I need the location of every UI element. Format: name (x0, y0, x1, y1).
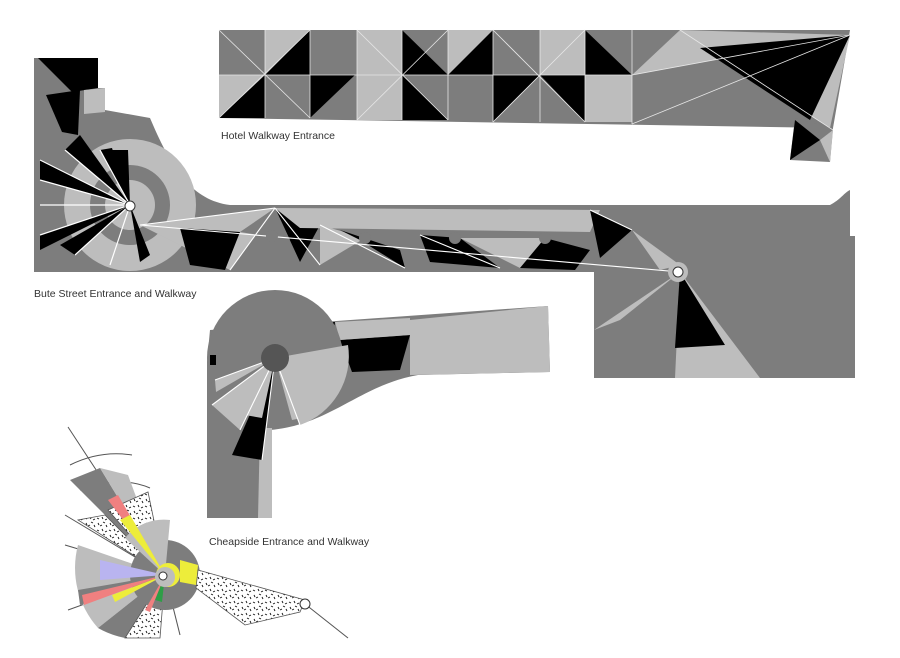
annotated-fan-diagram (64, 426, 349, 639)
hotel-walkway-diagram (218, 29, 851, 162)
bute-street-caption: Bute Street Entrance and Walkway (34, 288, 197, 300)
cheapside-walkway-diagram (207, 290, 550, 518)
cheapside-caption: Cheapside Entrance and Walkway (209, 536, 370, 548)
hotel-walkway-caption: Hotel Walkway Entrance (221, 130, 335, 142)
bute-street-walkway-diagram (34, 58, 855, 378)
